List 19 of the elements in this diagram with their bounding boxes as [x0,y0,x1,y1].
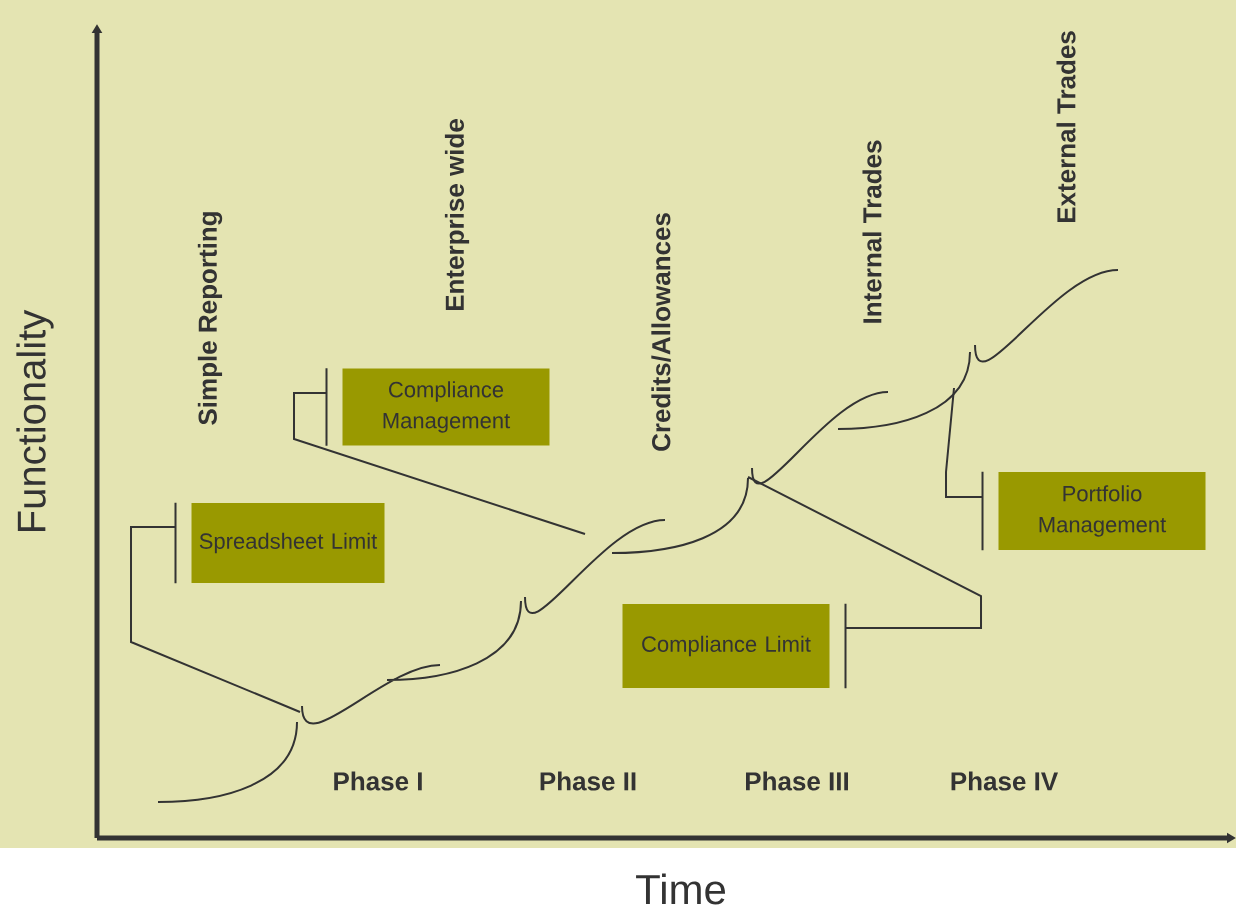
axis-label: Time [636,873,726,905]
leader-line [130,501,301,713]
stage-label: External Trades [1056,31,1076,223]
stage-label: Enterprise wide [444,119,470,311]
phase-label: Phase IV [951,771,1058,791]
label-box: Compliance Management [342,368,550,446]
stage-label: Simple Reporting [197,212,223,425]
phase-label: Phase III [746,771,848,791]
phase-label: Phase II [540,771,636,791]
phase-label: Phase I [334,771,422,791]
leader-line [747,476,982,690]
axis-label: Functionality [16,309,54,531]
label-box: Compliance Limit [622,604,830,688]
leader-line [945,387,984,552]
stage-label: Credits/Allowances [651,213,671,451]
leader-line [293,367,586,535]
stage-label: Internal Trades [862,140,882,323]
label-box: Portfolio Management [998,472,1206,550]
label-box: Spreadsheet Limit [191,503,385,583]
